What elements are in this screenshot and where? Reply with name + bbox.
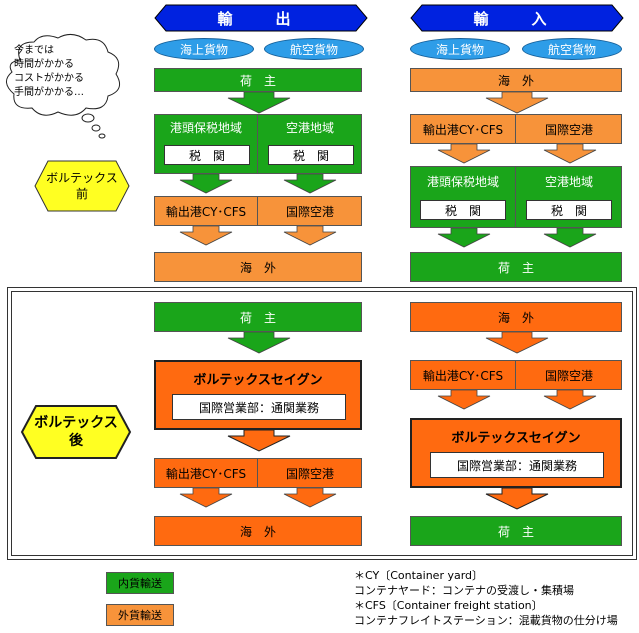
arrow-down-icon <box>227 332 291 354</box>
export-before-customs-air: 税 関 <box>268 145 354 165</box>
import-before-customs-air: 税 関 <box>526 200 612 220</box>
note-cy-title: ＊CY〔Container yard〕 <box>354 569 484 582</box>
import-sea-cargo-pill: 海上貨物 <box>410 38 510 60</box>
arrow-down-icon <box>227 92 291 114</box>
import-after-port-row <box>410 360 622 390</box>
export-header-label: 輸 出 <box>217 9 305 28</box>
arrow-down-icon <box>283 226 337 246</box>
export-after-port-row <box>154 458 362 488</box>
arrow-down-icon <box>485 332 549 354</box>
import-after-vortex-service: 国際営業部：通関業務 <box>430 452 604 478</box>
arrow-down-icon <box>437 390 491 410</box>
import-after-intl-airport: 国際空港 <box>544 368 593 383</box>
import-after-shipper: 荷 主 <box>410 516 622 546</box>
arrow-down-icon <box>179 174 233 194</box>
export-before-customs-sea: 税 関 <box>164 145 250 165</box>
after-frame-outer <box>7 287 637 560</box>
import-before-airport-area: 空港地域 <box>544 174 593 189</box>
export-before-bonded-area: 港頭保税地域 <box>169 120 242 135</box>
export-before-shipper: 荷 主 <box>154 68 362 92</box>
arrow-down-icon <box>437 228 491 248</box>
note-cy-desc: コンテナヤード：コンテナの受渡し・集積場 <box>354 584 574 597</box>
import-before-overseas: 海 外 <box>410 68 622 92</box>
export-before-intl-airport: 国際空港 <box>285 204 334 219</box>
export-before-port-cy-cfs: 輸出港CY･CFS <box>165 204 247 219</box>
note-cfs-title: ＊CFS〔Container freight station〕 <box>354 599 543 612</box>
note-cfs-desc: コンテナフレイトステーション：混載貨物の仕分け場 <box>354 614 618 627</box>
export-header <box>154 4 368 32</box>
after-label-shape <box>20 405 132 459</box>
import-before-customs-sea: 税 関 <box>420 200 506 220</box>
legend-foreign: 外貨輸送 <box>106 604 174 626</box>
arrow-down-icon <box>485 488 549 510</box>
import-after-port-cy-cfs: 輸出港CY･CFS <box>422 368 504 383</box>
import-before-port-cy-cfs: 輸出港CY･CFS <box>422 122 504 137</box>
arrow-down-icon <box>543 144 597 164</box>
export-after-intl-airport: 国際空港 <box>285 466 334 481</box>
import-after-vortex-name: ボルテックスセイグン <box>451 430 581 446</box>
import-before-intl-airport: 国際空港 <box>544 122 593 137</box>
thought-cloud-icon <box>6 34 121 139</box>
arrow-down-icon <box>283 174 337 194</box>
thought-cloud-text: 今までは 時間がかかる コストがかかる 手間がかかる… <box>14 45 84 98</box>
before-label: ボルテックス 前 <box>46 171 118 201</box>
export-air-cargo-pill: 航空貨物 <box>264 38 364 60</box>
after-frame-inner <box>11 291 633 556</box>
legend-domestic: 内貨輸送 <box>106 572 174 594</box>
export-sea-cargo-pill: 海上貨物 <box>154 38 254 60</box>
import-before-shipper: 荷 主 <box>410 252 622 282</box>
export-after-overseas: 海 外 <box>154 516 362 546</box>
export-before-overseas: 海 外 <box>154 252 362 282</box>
export-after-port-cy-cfs: 輸出港CY･CFS <box>165 466 247 481</box>
arrow-down-icon <box>437 144 491 164</box>
arrow-down-icon <box>283 488 337 508</box>
export-before-airport-area: 空港地域 <box>285 120 334 135</box>
import-header-label: 輸 入 <box>473 9 561 28</box>
arrow-down-icon <box>543 228 597 248</box>
arrow-down-icon <box>543 390 597 410</box>
export-before-port-row <box>154 196 362 226</box>
export-after-shipper: 荷 主 <box>154 302 362 332</box>
arrow-down-icon <box>179 488 233 508</box>
export-after-vortex-name: ボルテックスセイグン <box>193 372 323 388</box>
export-after-vortex-service: 国際営業部：通関業務 <box>172 394 346 420</box>
import-before-bonded-area: 港頭保税地域 <box>426 174 499 189</box>
import-air-cargo-pill: 航空貨物 <box>522 38 622 60</box>
after-label: ボルテックス 後 <box>34 415 118 449</box>
before-label-shape <box>34 160 130 212</box>
arrow-down-icon <box>179 226 233 246</box>
import-before-port-row <box>410 114 622 144</box>
import-after-overseas: 海 外 <box>410 302 622 332</box>
arrow-down-icon <box>485 92 549 114</box>
import-header <box>410 4 624 32</box>
arrow-down-icon <box>227 430 291 452</box>
